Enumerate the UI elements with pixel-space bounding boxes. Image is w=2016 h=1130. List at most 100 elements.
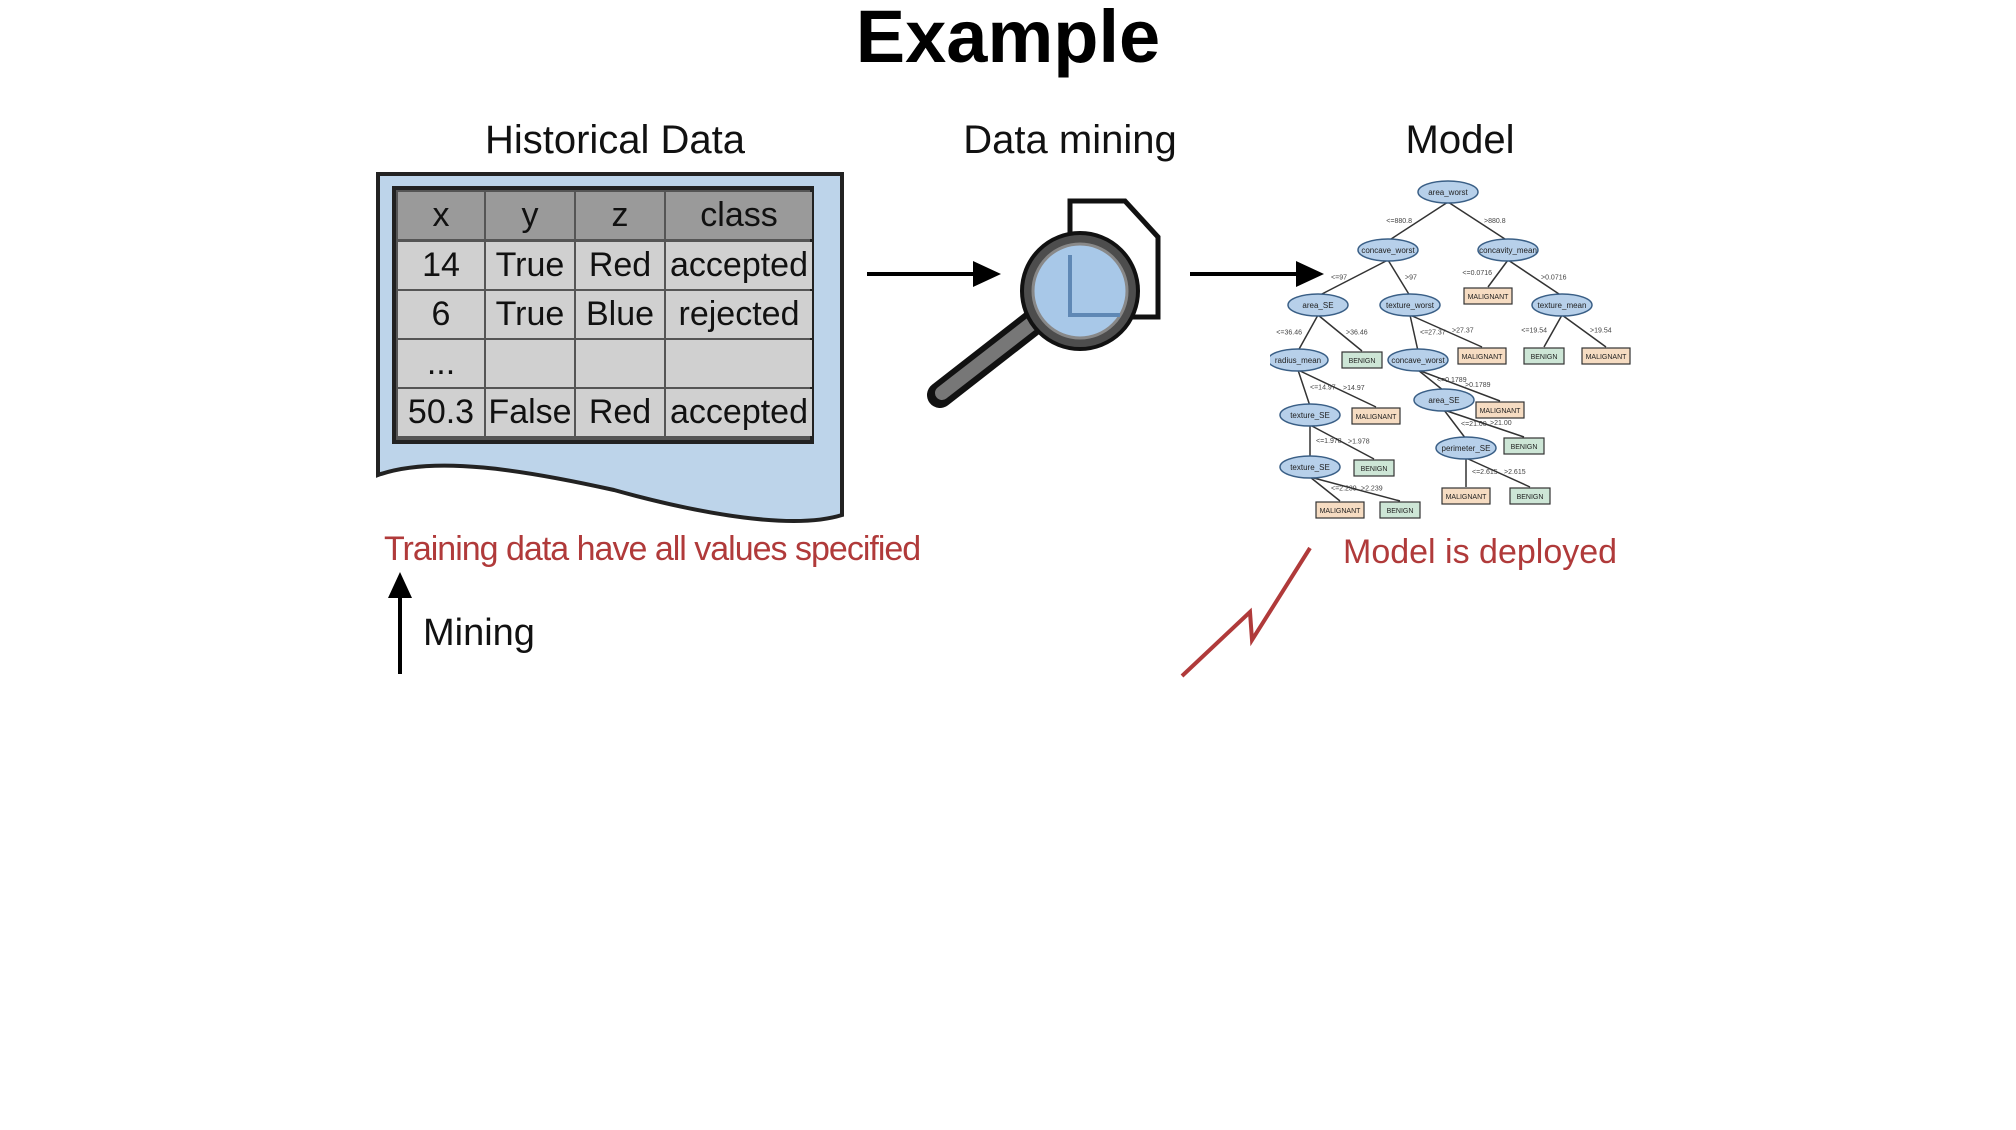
svg-text:texture_SE: texture_SE — [1290, 411, 1330, 420]
leaf-malignant: MALIGNANT — [1475, 401, 1525, 419]
tree-edge — [1309, 476, 1341, 502]
svg-text:radius_mean: radius_mean — [1275, 356, 1321, 365]
table-cell — [576, 340, 664, 387]
table-header-cell — [576, 192, 664, 239]
table-cell — [486, 291, 574, 338]
tree-edge-label: >880.8 — [1484, 218, 1506, 225]
cell-value: Red — [589, 393, 651, 431]
cell-value: accepted — [670, 393, 808, 431]
leaf-benign: BENIGN — [1353, 459, 1395, 477]
leaf-benign: BENIGN — [1341, 351, 1383, 369]
column-header: y — [522, 196, 539, 234]
svg-text:area_SE: area_SE — [1302, 301, 1333, 310]
tree-edge-label: >1.978 — [1348, 439, 1370, 446]
arrow-to-mining — [867, 261, 1001, 287]
tree-edge — [1297, 369, 1377, 408]
cell-value: False — [488, 393, 571, 431]
cell-value: Red — [589, 246, 651, 284]
svg-text:texture_worst: texture_worst — [1386, 301, 1435, 310]
cell-value: rejected — [679, 295, 800, 333]
tree-edge — [1387, 201, 1449, 242]
tree-edge — [1561, 314, 1607, 348]
tree-edge — [1297, 369, 1311, 407]
leaf-benign: BENIGN — [1523, 347, 1565, 365]
leaf-malignant: MALIGNANT — [1457, 347, 1507, 365]
model-deployed-note: Model is deployed — [1343, 533, 1618, 571]
lightning-bolt-icon — [1180, 546, 1312, 678]
svg-text:perimeter_SE: perimeter_SE — [1442, 444, 1491, 453]
tree-edge — [1409, 314, 1419, 352]
tree-edge — [1309, 424, 1375, 460]
table-cell — [398, 242, 484, 289]
svg-text:area_SE: area_SE — [1428, 396, 1459, 405]
svg-text:MALIGNANT: MALIGNANT — [1356, 414, 1398, 421]
tree-node: texture_SE — [1279, 403, 1341, 427]
svg-text:MALIGNANT: MALIGNANT — [1468, 294, 1510, 301]
tree-edge-label: >14.97 — [1343, 385, 1365, 392]
tree-edge-label: >0.1789 — [1465, 382, 1491, 389]
tree-edge-label: <=880.8 — [1386, 218, 1412, 225]
mining-label: Mining — [423, 612, 535, 654]
training-data-note: Training data have all values specified — [384, 530, 921, 568]
tree-edge-label: >0.0716 — [1541, 275, 1567, 282]
tree-edge-label: <=14.97 — [1310, 385, 1336, 392]
tree-node: texture_SE — [1279, 455, 1341, 479]
tree-edge — [1317, 314, 1363, 352]
table-cell — [576, 242, 664, 289]
leaf-malignant: MALIGNANT — [1351, 407, 1401, 425]
tree-edge-label: >27.37 — [1452, 328, 1474, 335]
svg-text:MALIGNANT: MALIGNANT — [1446, 494, 1488, 501]
cell-value: 50.3 — [408, 393, 474, 431]
tree-edge-label: <=21.00 — [1461, 421, 1487, 428]
tree-edge — [1487, 259, 1509, 288]
leaf-malignant: MALIGNANT — [1463, 287, 1513, 305]
svg-text:BENIGN: BENIGN — [1531, 354, 1558, 361]
table-cell — [398, 291, 484, 338]
tree-edge-label: <=0.0716 — [1462, 270, 1492, 277]
tree-edge-label: <=19.54 — [1521, 328, 1547, 335]
tree-node: area_SE — [1287, 293, 1349, 317]
cell-value: 6 — [432, 295, 451, 333]
tree-edge-label: >19.54 — [1590, 328, 1612, 335]
tree-edge — [1317, 259, 1389, 297]
svg-text:MALIGNANT: MALIGNANT — [1320, 508, 1362, 515]
table-cell — [486, 340, 574, 387]
svg-text:concave_worst: concave_worst — [1391, 356, 1445, 365]
tree-edge — [1387, 259, 1411, 297]
decision-tree-model: <=880.8 >880.8 <=97 >97 <=0.0716 >0.0716 <=36.… — [1270, 180, 1631, 519]
svg-text:BENIGN: BENIGN — [1517, 494, 1544, 501]
svg-text:texture_mean: texture_mean — [1538, 301, 1587, 310]
tree-edge — [1297, 314, 1319, 352]
cell-value: True — [496, 246, 565, 284]
svg-text:MALIGNANT: MALIGNANT — [1462, 354, 1504, 361]
cell-value: accepted — [670, 246, 808, 284]
tree-edge-label: <=2.239 — [1331, 486, 1357, 493]
tree-edge-label: <=97 — [1331, 275, 1347, 282]
tree-edge-label: <=1.978 — [1316, 438, 1342, 445]
table-cell — [666, 389, 812, 436]
table-cell — [666, 340, 812, 387]
cell-value: True — [496, 295, 565, 333]
svg-text:MALIGNANT: MALIGNANT — [1480, 408, 1522, 415]
tree-edge-label: >2.239 — [1361, 486, 1383, 493]
tree-edge-label: >2.615 — [1504, 469, 1526, 476]
column-header: x — [433, 196, 450, 234]
table-header-cell — [486, 192, 574, 239]
tree-edge — [1543, 314, 1563, 348]
column-header: z — [612, 196, 629, 234]
tree-edge-label: <=36.46 — [1276, 330, 1302, 337]
tree-edge-label: >97 — [1405, 275, 1417, 282]
tree-edge — [1417, 369, 1501, 402]
tree-edge — [1409, 314, 1483, 348]
table-cell — [398, 340, 484, 387]
cell-value: Blue — [586, 295, 654, 333]
tree-node: area_SE — [1413, 388, 1475, 412]
svg-text:BENIGN: BENIGN — [1349, 358, 1376, 365]
svg-text:BENIGN: BENIGN — [1387, 508, 1414, 515]
leaf-benign: BENIGN — [1503, 437, 1545, 455]
tree-edge — [1507, 259, 1563, 297]
tree-edge-label: <=2.615 — [1472, 469, 1498, 476]
cell-value: 14 — [422, 246, 460, 284]
svg-text:concave_worst: concave_worst — [1361, 246, 1415, 255]
tree-node: texture_worst — [1379, 293, 1441, 317]
